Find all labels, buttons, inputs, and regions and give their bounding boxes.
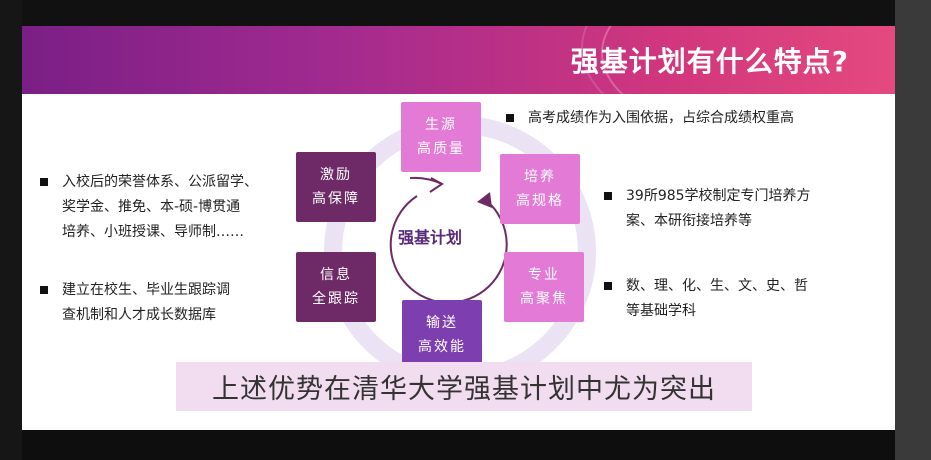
bullet-text: 培养、小班授课、导师制…… <box>62 224 244 240</box>
bullet-square-icon <box>604 282 612 290</box>
node-line: 高质量 <box>417 141 465 157</box>
node-line: 激励 <box>320 167 352 183</box>
node-line: 高保障 <box>312 191 360 207</box>
bullet-square-icon <box>506 114 514 122</box>
node-line: 输送 <box>426 315 458 331</box>
screen-right-border <box>895 0 931 460</box>
node-line: 生源 <box>425 117 457 133</box>
bullet-text: 案、本研衔接培养等 <box>626 213 752 229</box>
node-source-quality: 生源 高质量 <box>401 102 481 172</box>
node-line: 专业 <box>528 267 560 283</box>
bullet-text: 查机制和人才成长数据库 <box>62 307 216 323</box>
bullet-honor-system: 入校后的荣誉体系、公派留学、 奖学金、推免、本-硕-博贯通 培养、小班授课、导师… <box>40 170 290 245</box>
bullet-tracking-mechanism: 建立在校生、毕业生跟踪调 查机制和人才成长数据库 <box>40 278 290 328</box>
node-major-focus: 专业 高聚焦 <box>504 252 584 322</box>
bullet-text: 建立在校生、毕业生跟踪调 <box>62 282 230 298</box>
bullet-text: 等基础学科 <box>626 303 696 319</box>
center-label: 强基计划 <box>398 228 463 247</box>
inner-cycle-arrow <box>389 195 508 304</box>
bullet-text: 入校后的荣誉体系、公派留学、 <box>62 174 258 190</box>
presentation-slide: 强基计划有什么特点? 强基计划 生源 高质量 培养 高规格 专业 高聚焦 输送 … <box>22 26 895 430</box>
screen-left-border <box>0 0 22 460</box>
video-watermark <box>596 437 896 453</box>
arrow-tail <box>409 176 443 185</box>
highlight-box: 上述优势在清华大学强基计划中尤为突出 <box>176 362 752 411</box>
node-line: 信息 <box>320 267 352 283</box>
node-info-tracking: 信息 全跟踪 <box>296 252 376 322</box>
node-incentive-guarantee: 激励 高保障 <box>296 152 376 222</box>
bullet-square-icon <box>40 286 48 294</box>
bullet-exam-score: 高考成绩作为入围依据，占综合成绩权重高 <box>506 106 886 131</box>
bullet-text: 高考成绩作为入围依据，占综合成绩权重高 <box>528 110 794 126</box>
bullet-985-schools: 39所985学校制定专门培养方 案、本研衔接培养等 <box>604 184 874 234</box>
bullet-text: 奖学金、推免、本-硕-博贯通 <box>62 199 241 215</box>
arrow-tail-head <box>429 177 444 193</box>
arrow-head <box>477 192 492 208</box>
node-line: 高规格 <box>516 193 564 209</box>
bullet-text: 数、理、化、生、文、史、哲 <box>626 278 808 294</box>
node-line: 高聚焦 <box>520 291 568 307</box>
title-banner: 强基计划有什么特点? <box>22 26 895 150</box>
node-training-standard: 培养 高规格 <box>500 154 580 224</box>
node-line: 高效能 <box>418 339 466 355</box>
highlight-text: 上述优势在清华大学强基计划中尤为突出 <box>212 374 716 405</box>
node-line: 培养 <box>524 169 556 185</box>
node-delivery-efficiency: 输送 高效能 <box>402 300 482 370</box>
screen-top-border <box>22 0 895 26</box>
slide-title: 强基计划有什么特点? <box>570 45 849 78</box>
bullet-basic-subjects: 数、理、化、生、文、史、哲 等基础学科 <box>604 274 874 324</box>
bullet-square-icon <box>40 178 48 186</box>
bullet-square-icon <box>604 192 612 200</box>
node-line: 全跟踪 <box>312 291 360 307</box>
screen-bottom-border <box>22 430 895 460</box>
bullet-text: 39所985学校制定专门培养方 <box>626 188 811 204</box>
